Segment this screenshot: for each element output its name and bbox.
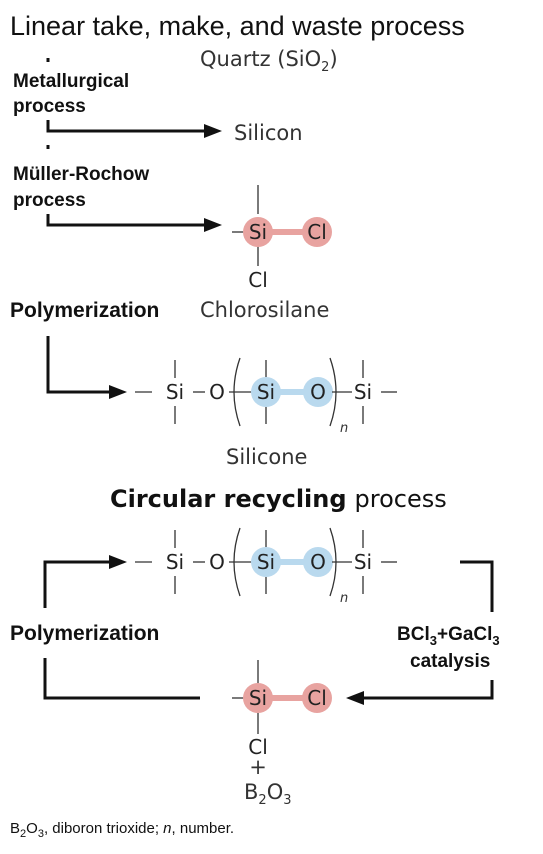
o-atom: O xyxy=(310,550,326,574)
cl-highlight xyxy=(302,683,332,713)
muller-rochow-label-2: process xyxy=(13,190,86,211)
si-highlight xyxy=(243,683,273,713)
cl-atom-bottom: Cl xyxy=(248,268,268,292)
o-atom: O xyxy=(310,380,326,404)
si-atom: Si xyxy=(354,380,372,404)
linear-process-title: Linear take, make, and waste process xyxy=(10,11,465,41)
arrowhead xyxy=(204,124,222,138)
cl-atom: Cl xyxy=(307,220,327,244)
flow-arrow-to-chlorosilane xyxy=(46,214,210,227)
plus-sign: + xyxy=(249,755,267,779)
cycle-arrow-to-chlorosilane xyxy=(358,680,494,700)
cycle-arrow-to-silicone xyxy=(43,560,115,608)
arrowhead xyxy=(204,218,222,232)
si-atom: Si xyxy=(166,550,184,574)
cycle-line-top-right xyxy=(460,560,494,612)
silicon-label: Silicon xyxy=(234,121,303,145)
arrowhead xyxy=(346,691,364,705)
cycle-line-bottom-left xyxy=(43,658,200,700)
repeat-n: n xyxy=(340,591,348,606)
metallurgical-process-label-1: Metallurgical xyxy=(13,71,129,92)
right-parenthesis xyxy=(329,357,337,427)
chlorosilane-molecule: Si Cl Cl xyxy=(232,185,332,292)
si-atom: Si xyxy=(354,550,372,574)
si-atom: Si xyxy=(257,550,275,574)
arrowhead xyxy=(109,385,127,399)
si-atom: Si xyxy=(166,380,184,404)
o-atom: O xyxy=(209,550,225,574)
right-parenthesis xyxy=(329,527,337,597)
muller-rochow-label-1: Müller-Rochow xyxy=(13,164,149,185)
si-highlight xyxy=(251,377,281,407)
silicone-label: Silicone xyxy=(226,445,307,469)
si-atom: Si xyxy=(249,220,267,244)
arrowhead xyxy=(109,555,127,569)
silicone-molecule-recycle: Si O Si O n Si xyxy=(135,527,397,606)
si-highlight xyxy=(251,547,281,577)
b2o3-label: B2O3 xyxy=(244,780,292,808)
o-highlight xyxy=(303,547,333,577)
catalysis-label-1: BCl3+GaCl3 xyxy=(397,624,500,648)
silicone-molecule: Si O Si O n Si xyxy=(135,357,397,436)
chlorosilane-molecule-recycle: Si Cl Cl xyxy=(232,660,332,759)
si-atom: Si xyxy=(249,686,267,710)
flow-arrow-to-silicone xyxy=(46,336,115,394)
repeat-n: n xyxy=(340,421,348,436)
quartz-label: Quartz (SiO2) xyxy=(200,47,338,75)
si-highlight xyxy=(243,217,273,247)
chlorosilane-label: Chlorosilane xyxy=(200,298,329,322)
flow-arrow-to-silicon xyxy=(46,120,210,133)
metallurgical-process-label-2: process xyxy=(13,96,86,117)
o-highlight xyxy=(303,377,333,407)
cl-atom-bottom: Cl xyxy=(248,735,268,759)
o-atom: O xyxy=(209,380,225,404)
polymerization-label-recycle: Polymerization xyxy=(10,622,159,645)
footnote: B2O3, diboron trioxide; n, number. xyxy=(10,820,234,840)
cl-highlight xyxy=(302,217,332,247)
cl-atom: Cl xyxy=(307,686,327,710)
polymerization-label: Polymerization xyxy=(10,299,159,322)
si-atom: Si xyxy=(257,380,275,404)
catalysis-label-2: catalysis xyxy=(410,651,490,672)
